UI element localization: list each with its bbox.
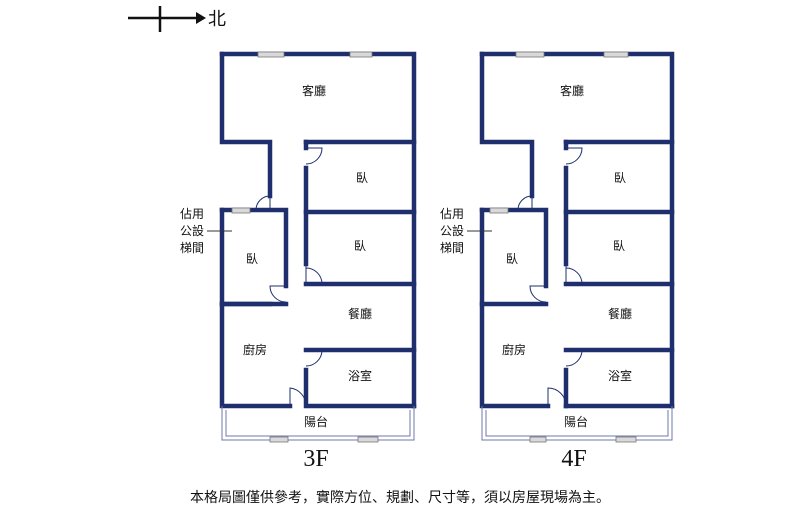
- doors-4f: [517, 147, 583, 407]
- room-bedroom-2: 臥: [613, 239, 625, 253]
- room-bedroom-1: 臥: [614, 171, 626, 185]
- stair-note-line-2: 公設: [180, 223, 204, 238]
- room-kitchen: 廚房: [243, 342, 267, 357]
- room-bedroom-1: 臥: [356, 171, 368, 185]
- floor-label-4f: 4F: [561, 446, 586, 472]
- stair-note-line-1: 佔用: [440, 207, 464, 221]
- floor-plan-3f: 客廳 臥 臥 臥 餐廳 廚房 浴室 陽台 佔用 公設 梯間 3F: [180, 51, 417, 472]
- stair-note-line-3: 梯間: [440, 241, 464, 255]
- floor-plan-4f: 客廳 臥 臥 臥 餐廳 廚房 浴室 陽台 佔用 公設 梯間 4F: [440, 51, 675, 472]
- compass: 北: [128, 6, 226, 32]
- room-dining-room: 餐廳: [348, 306, 372, 321]
- room-balcony: 陽台: [564, 414, 588, 429]
- windows-3f: [231, 51, 379, 443]
- stair-note-line-3: 梯間: [180, 241, 204, 255]
- room-kitchen: 廚房: [502, 342, 526, 357]
- walls-4f: [479, 51, 675, 441]
- room-bathroom: 浴室: [348, 368, 372, 383]
- north-label: 北: [208, 9, 226, 30]
- windows-4f: [489, 51, 637, 443]
- room-bathroom: 浴室: [608, 368, 632, 383]
- room-living-room: 客廳: [560, 83, 584, 98]
- room-bedroom-3: 臥: [506, 252, 518, 266]
- room-balcony: 陽台: [304, 414, 328, 429]
- room-bedroom-3: 臥: [246, 252, 258, 266]
- room-living-room: 客廳: [302, 83, 326, 98]
- stair-note-line-1: 佔用: [180, 207, 204, 221]
- room-bedroom-2: 臥: [354, 239, 366, 253]
- floor-label-3f: 3F: [303, 446, 328, 472]
- room-dining-room: 餐廳: [608, 306, 632, 321]
- disclaimer-text: 本格局圖僅供參考，實際方位、規劃、尺寸等，須以房屋現場為主。: [190, 489, 610, 506]
- doors-3f: [255, 147, 323, 407]
- walls-3f: [219, 51, 417, 441]
- stair-note-line-2: 公設: [440, 223, 464, 238]
- north-arrow-icon: [196, 12, 206, 24]
